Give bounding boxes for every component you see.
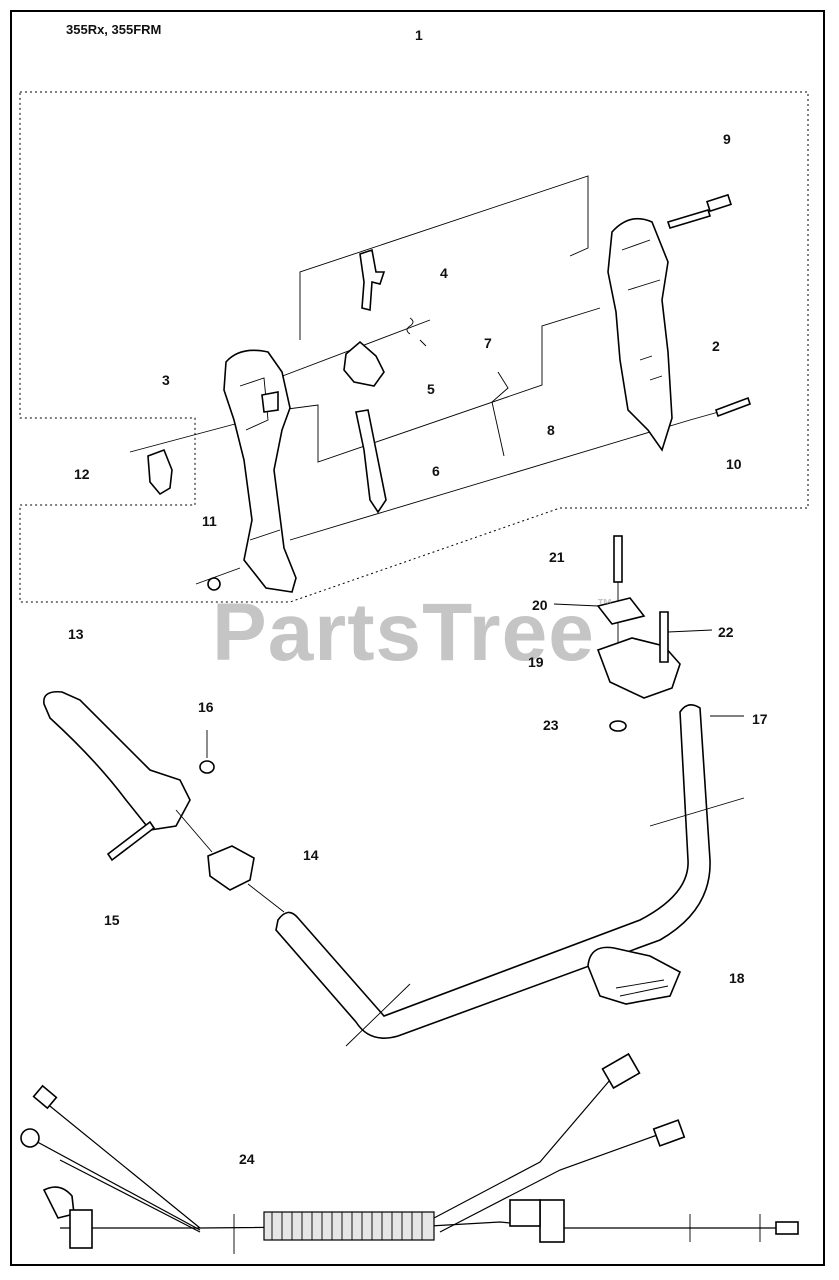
model-title: 355Rx, 355FRM bbox=[66, 22, 162, 37]
callout-10: 10 bbox=[726, 456, 742, 472]
throttle-6 bbox=[355, 409, 387, 514]
block-18 bbox=[587, 946, 682, 1005]
plate-20 bbox=[596, 597, 646, 625]
callout-16: 16 bbox=[198, 699, 214, 715]
bolt-21 bbox=[613, 535, 623, 583]
callout-17: 17 bbox=[752, 711, 768, 727]
callout-2: 2 bbox=[712, 338, 720, 354]
callout-19: 19 bbox=[528, 654, 544, 670]
callout-22: 22 bbox=[718, 624, 734, 640]
diagram-border bbox=[10, 10, 825, 1266]
callout-20: 20 bbox=[532, 597, 548, 613]
callout-11: 11 bbox=[202, 513, 217, 529]
wiring-harness-24 bbox=[60, 1221, 790, 1229]
callout-1: 1 bbox=[415, 27, 423, 43]
callout-8: 8 bbox=[547, 422, 555, 438]
bolt-15 bbox=[106, 820, 156, 862]
callout-15: 15 bbox=[104, 912, 120, 928]
handle-left-half bbox=[223, 349, 297, 593]
handle-right-half bbox=[607, 217, 673, 452]
nut-16 bbox=[199, 760, 215, 774]
washer-23 bbox=[609, 720, 627, 732]
connector-12 bbox=[147, 448, 173, 496]
handle-grip-14 bbox=[43, 690, 191, 831]
callout-23: 23 bbox=[543, 717, 559, 733]
callout-7: 7 bbox=[484, 335, 492, 351]
callout-9: 9 bbox=[723, 131, 731, 147]
lever-4 bbox=[359, 248, 386, 312]
clamp-piece bbox=[207, 845, 255, 891]
callout-4: 4 bbox=[440, 265, 448, 281]
callout-21: 21 bbox=[549, 549, 565, 565]
callout-5: 5 bbox=[427, 381, 435, 397]
callout-24: 24 bbox=[239, 1151, 255, 1167]
callout-3: 3 bbox=[162, 372, 170, 388]
callout-18: 18 bbox=[729, 970, 745, 986]
callout-6: 6 bbox=[432, 463, 440, 479]
trigger-5 bbox=[343, 340, 385, 387]
screw-9 bbox=[666, 209, 712, 229]
assembly-boundary bbox=[19, 91, 809, 603]
screw-22 bbox=[659, 611, 669, 663]
callout-13: 13 bbox=[68, 626, 84, 642]
pin-7 bbox=[491, 371, 509, 457]
callout-14: 14 bbox=[303, 847, 319, 863]
screw-10 bbox=[714, 396, 752, 418]
callout-12: 12 bbox=[74, 466, 90, 482]
